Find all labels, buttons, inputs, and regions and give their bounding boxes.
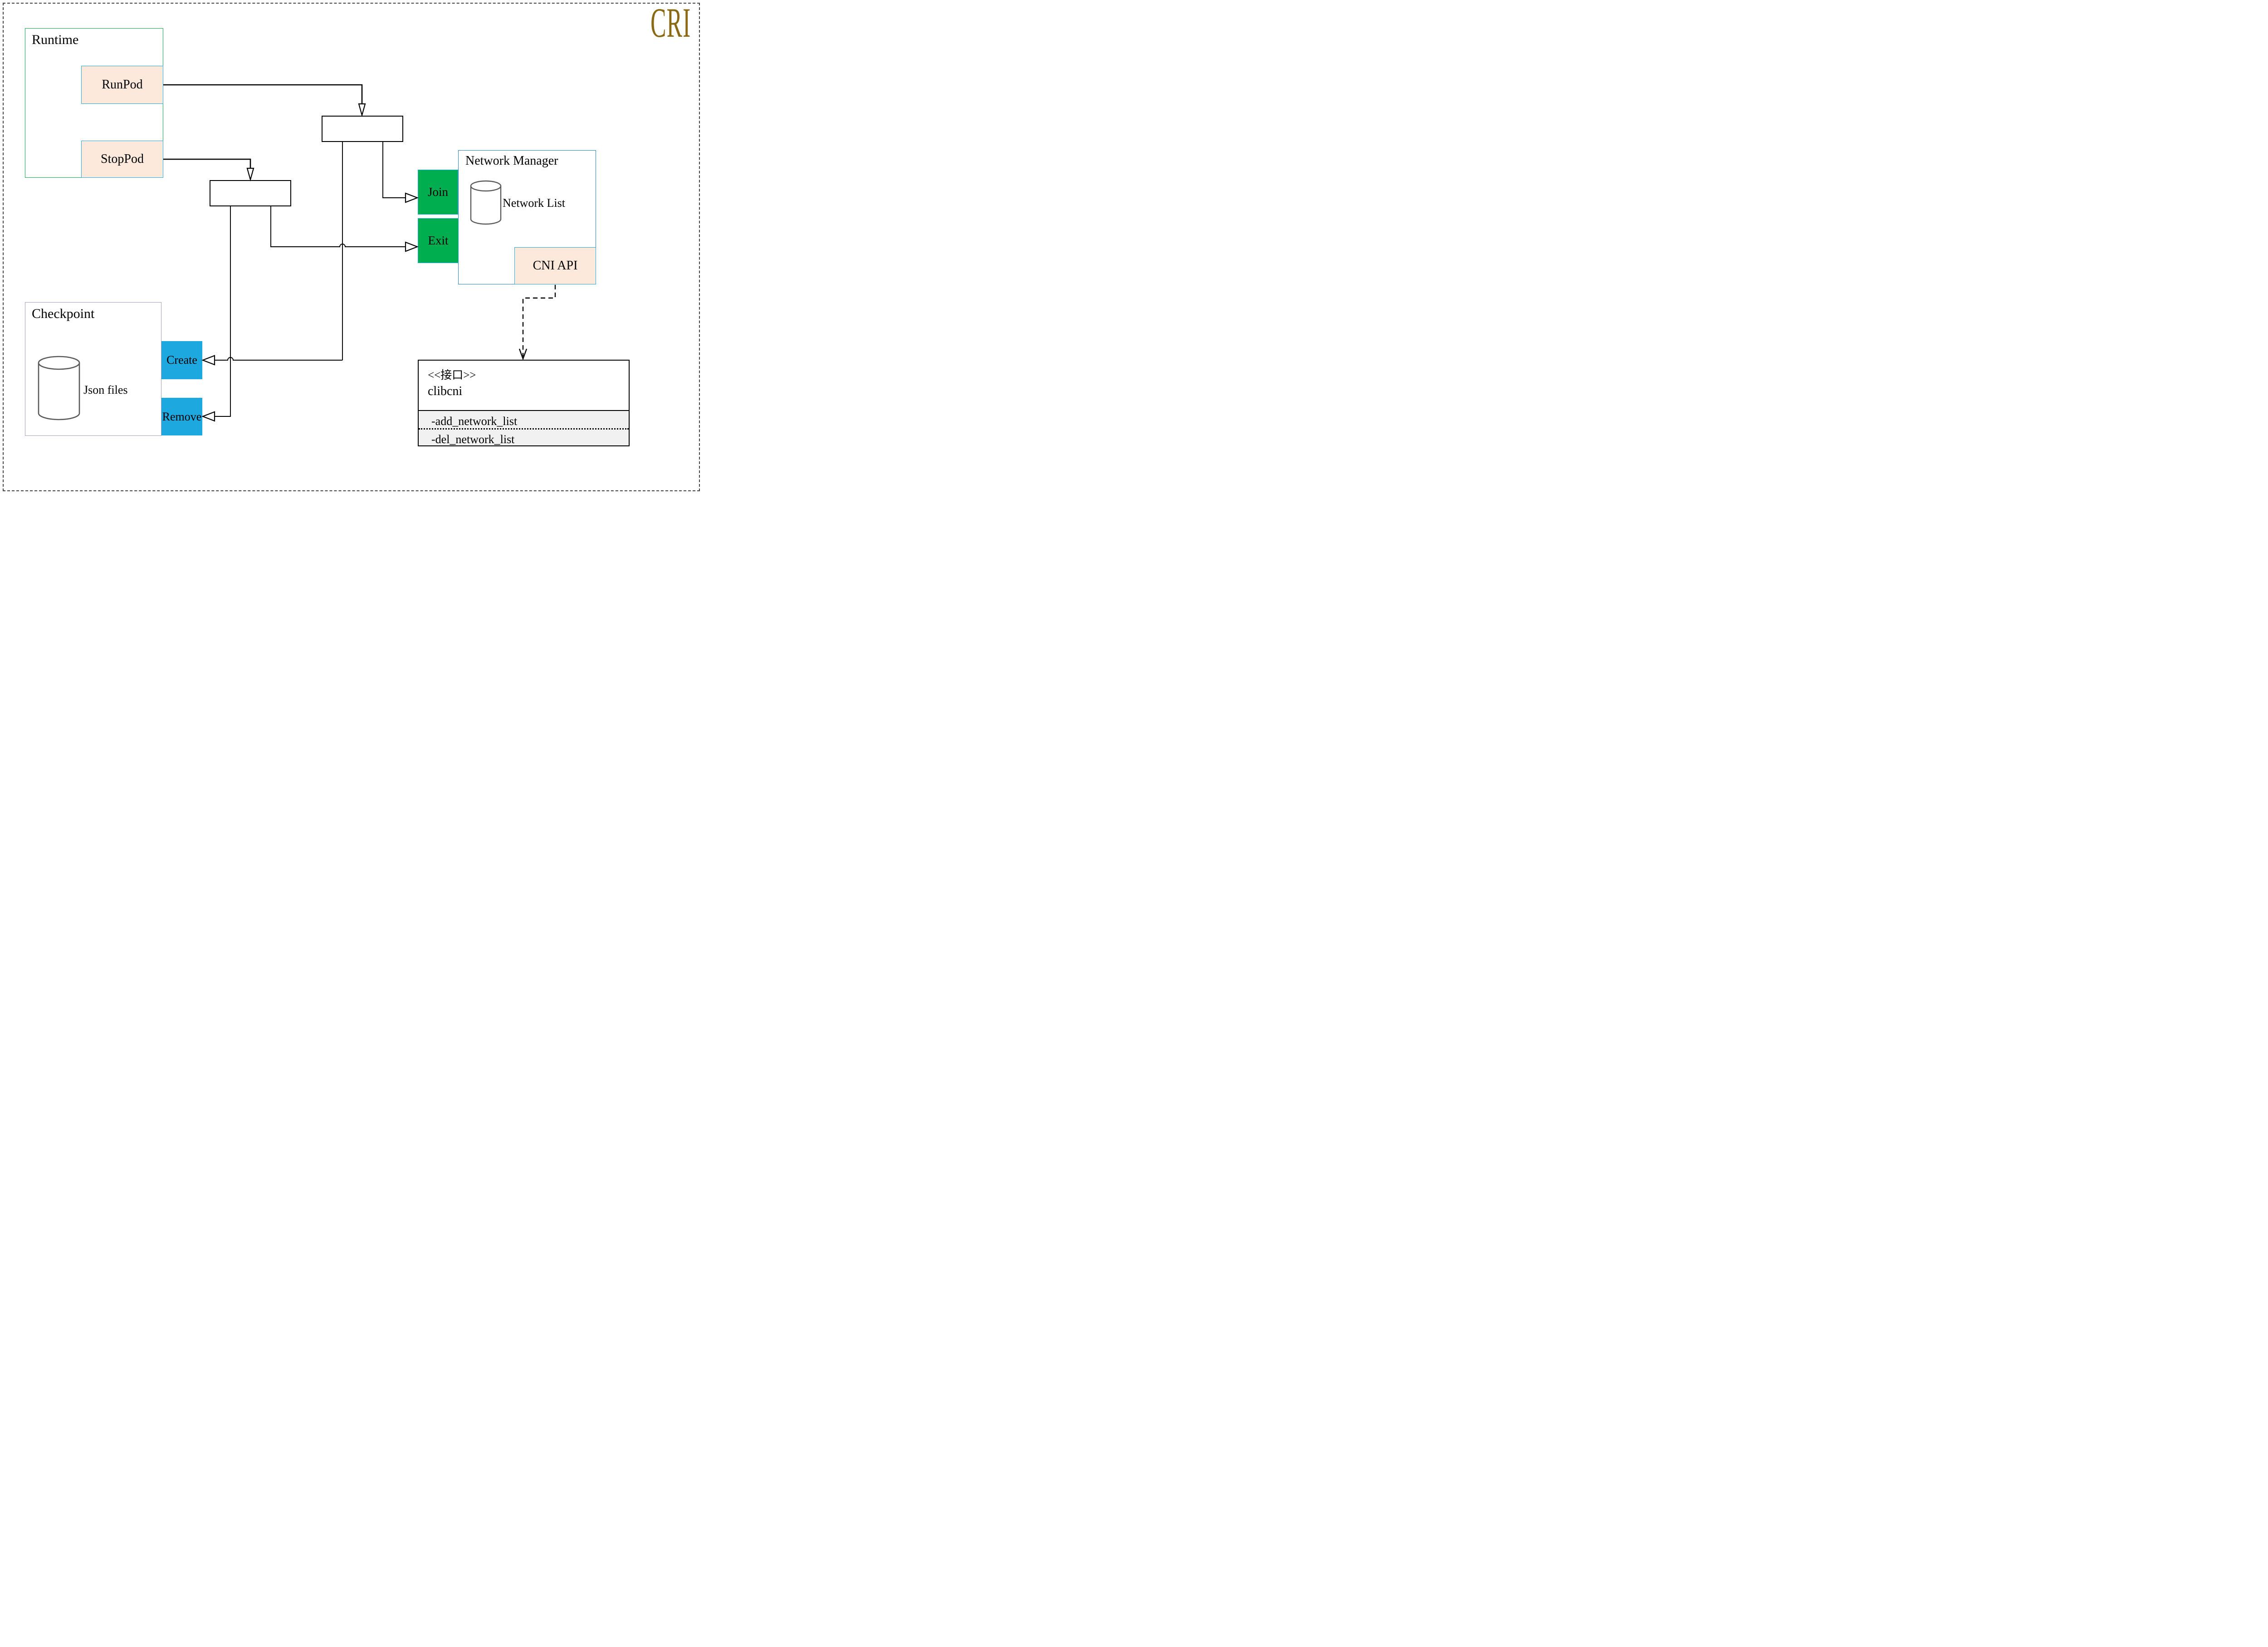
- cni-api-node: CNI API: [514, 247, 596, 284]
- diagram-title: CRI: [650, 0, 691, 46]
- method-add-network-list: -add_network_list: [431, 415, 518, 428]
- runpod-node: RunPod: [81, 66, 163, 104]
- json-files-label: Json files: [83, 383, 128, 396]
- network-list-label: Network List: [503, 196, 565, 210]
- stoppod-label: StopPod: [101, 152, 144, 166]
- stoppod-node: StopPod: [81, 141, 163, 178]
- method-del-network-list: -del_network_list: [431, 433, 515, 446]
- diagram-canvas: CRI Runtime RunPod StopPod Network Manag…: [0, 0, 703, 494]
- junction-box-runpod: [322, 116, 403, 142]
- clibcni-interface-box: <<接口>> clibcni -add_network_list -del_ne…: [418, 360, 630, 446]
- remove-label: Remove: [162, 410, 202, 423]
- interface-name: clibcni: [428, 384, 463, 398]
- interface-stereotype: <<接口>>: [428, 369, 476, 381]
- checkpoint-group-box: Checkpoint: [25, 302, 161, 436]
- diagram-border: [3, 3, 700, 491]
- clibcni-methods-section: -add_network_list -del_network_list: [419, 410, 629, 446]
- runpod-label: RunPod: [102, 78, 143, 92]
- join-label: Join: [427, 185, 448, 199]
- create-label: Create: [166, 353, 197, 367]
- remove-node: Remove: [161, 398, 202, 435]
- checkpoint-title: Checkpoint: [32, 306, 95, 321]
- method-divider: [419, 428, 629, 430]
- exit-label: Exit: [428, 234, 449, 247]
- cni-api-label: CNI API: [533, 259, 578, 273]
- exit-node: Exit: [418, 218, 459, 263]
- network-manager-title: Network Manager: [465, 154, 558, 168]
- clibcni-title-section: <<接口>> clibcni: [419, 361, 629, 410]
- runtime-title: Runtime: [32, 32, 79, 47]
- junction-box-stoppod: [210, 180, 291, 206]
- join-node: Join: [418, 170, 458, 215]
- create-node: Create: [161, 341, 202, 379]
